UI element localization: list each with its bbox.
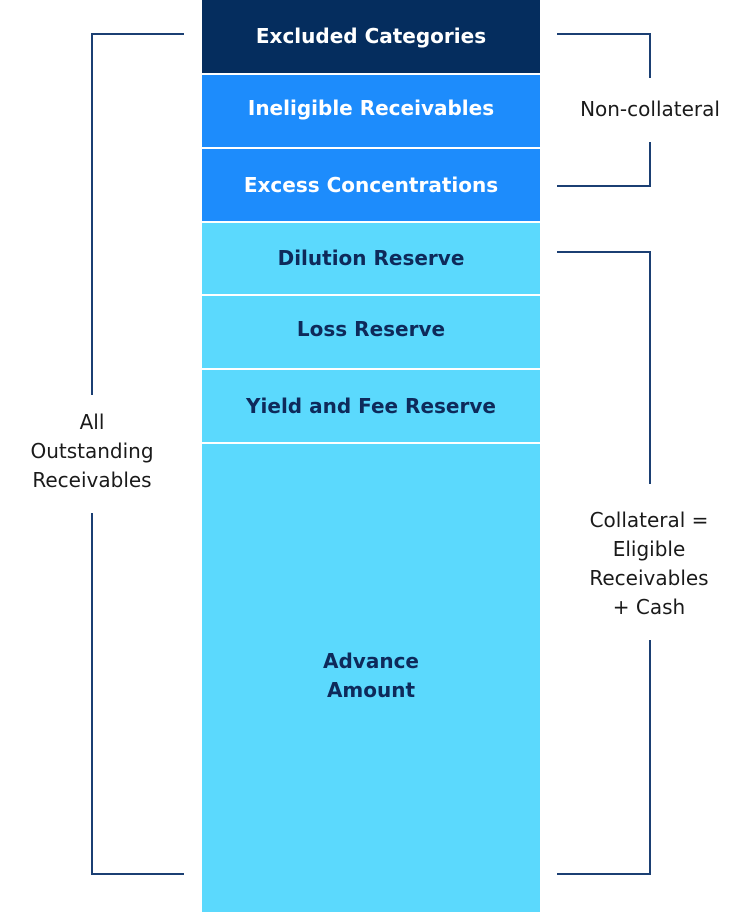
- non-collateral-bracket-bottom: [557, 142, 651, 187]
- advance-amount-label: Advance Amount: [323, 649, 419, 702]
- all-outstanding-receivables-label: All Outstanding Receivables: [12, 408, 172, 495]
- collateral-label: Collateral = Eligible Receivables + Cash: [566, 506, 732, 622]
- excess-concentrations-block: Excess Concentrations: [202, 149, 540, 221]
- loss-reserve-block-bg: [202, 296, 540, 368]
- ineligible-receivables-label: Ineligible Receivables: [247, 95, 495, 120]
- dilution-reserve-block: Dilution Reserve: [202, 223, 540, 294]
- dilution-reserve-block-bg: [202, 223, 540, 294]
- excluded-categories-block: Excluded Categories: [202, 0, 540, 73]
- all-outstanding-bracket-bottom: [91, 513, 184, 875]
- excluded-categories-label: Excluded Categories: [255, 24, 487, 48]
- dilution-reserve-label: Dilution Reserve: [277, 246, 465, 270]
- yield-and-fee-reserve-block-bg: [202, 370, 540, 442]
- advance-amount-block: Advance Amount: [202, 646, 540, 706]
- excess-concentrations-block-bg: [202, 149, 540, 221]
- all-outstanding-bracket-top: [91, 33, 184, 395]
- non-collateral-bracket-top: [557, 33, 651, 78]
- collateral-bracket-top: [557, 251, 651, 484]
- excluded-categories-block-bg: [202, 0, 540, 73]
- ineligible-receivables-block: Ineligible Receivables: [202, 75, 540, 141]
- yield-and-fee-reserve-label: Yield and Fee Reserve: [246, 393, 496, 418]
- ineligible-receivables-block-bg: [202, 75, 540, 147]
- advance-amount-block-bg: [202, 444, 540, 912]
- yield-and-fee-reserve-block: Yield and Fee Reserve: [202, 370, 540, 442]
- excess-concentrations-label: Excess Concentrations: [243, 172, 499, 197]
- loss-reserve-block: Loss Reserve: [202, 296, 540, 363]
- loss-reserve-label: Loss Reserve: [296, 317, 446, 341]
- collateral-bracket-bottom: [557, 640, 651, 875]
- non-collateral-label: Non-collateral: [560, 95, 740, 124]
